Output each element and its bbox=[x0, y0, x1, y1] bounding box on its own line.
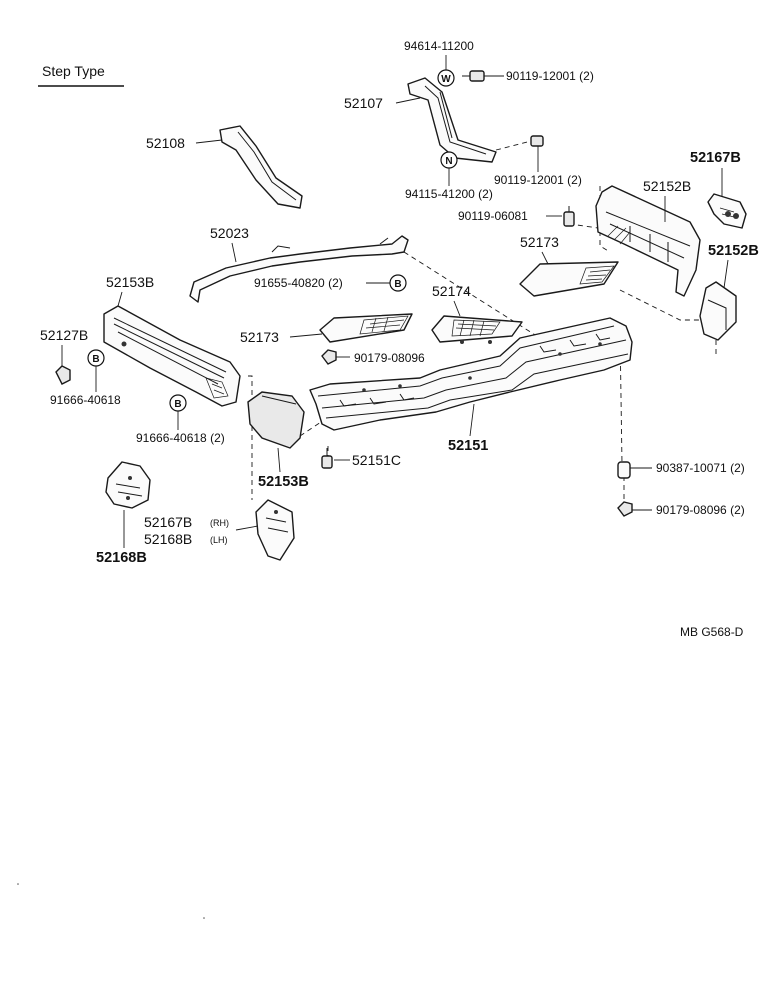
label-90179-08096-lower: 90179-08096 (2) bbox=[656, 503, 745, 517]
label-91655-40820: 91655-40820 (2) bbox=[254, 276, 343, 290]
label-90119-12001-top: 90119-12001 (2) bbox=[506, 69, 594, 83]
label-52173-left: 52173 bbox=[240, 329, 279, 345]
label-52151c: 52151C bbox=[352, 452, 401, 468]
bracket-52107 bbox=[407, 77, 497, 163]
step-pad-52173-right bbox=[519, 261, 619, 297]
bolt-b-badge-91666-left: B bbox=[87, 349, 105, 367]
nut-90179-08096-lower bbox=[617, 501, 633, 517]
label-52168b: 52168B bbox=[96, 550, 147, 566]
step-pad-52174 bbox=[431, 315, 523, 344]
label-52107: 52107 bbox=[344, 95, 383, 111]
label-rh: (RH) bbox=[210, 518, 229, 528]
svg-text:B: B bbox=[92, 354, 99, 365]
svg-text:W: W bbox=[441, 74, 451, 85]
stay-52023 bbox=[189, 235, 409, 303]
bolt-52151c bbox=[321, 448, 333, 469]
label-52168b-lh: 52168B bbox=[144, 531, 192, 547]
spacer-90387-10071 bbox=[617, 461, 631, 479]
label-90179-08096-upper: 90179-08096 bbox=[354, 351, 425, 365]
washer-w-badge: W bbox=[437, 69, 455, 87]
bolt-90119-06081 bbox=[563, 206, 575, 227]
label-52151: 52151 bbox=[448, 438, 488, 454]
end-cap-52152b-lower bbox=[699, 281, 737, 341]
step-pad-52173-left bbox=[319, 313, 413, 343]
label-52152b-lower: 52152B bbox=[708, 243, 759, 259]
bracket-52167b-52168b bbox=[255, 499, 295, 561]
bolt-90119-12001-mid bbox=[495, 135, 544, 151]
nut-90179-08096-upper bbox=[321, 349, 337, 365]
end-cap-52152b-upper bbox=[595, 185, 701, 297]
diagram-code: MB G568-D bbox=[680, 625, 744, 639]
label-52108: 52108 bbox=[146, 135, 185, 151]
label-lh: (LH) bbox=[210, 535, 228, 545]
svg-text:B: B bbox=[394, 279, 401, 290]
diagram-title: Step Type bbox=[42, 63, 105, 79]
nut-n-badge: N bbox=[440, 151, 458, 169]
label-91666-40618-left: 91666-40618 bbox=[50, 393, 121, 407]
label-52153b-top: 52153B bbox=[106, 274, 154, 290]
bracket-52168b bbox=[105, 461, 151, 509]
label-52127b: 52127B bbox=[40, 327, 88, 343]
svg-text:N: N bbox=[445, 156, 452, 167]
label-90119-12001-mid: 90119-12001 (2) bbox=[494, 173, 582, 187]
label-52152b-upper: 52152B bbox=[643, 178, 691, 194]
label-91666-40618-right: 91666-40618 (2) bbox=[136, 431, 225, 445]
label-52167b-rh: 52167B bbox=[144, 514, 192, 530]
side-panel-52153b bbox=[103, 305, 241, 407]
clip-52127b bbox=[55, 365, 71, 385]
bolt-90119-12001-top bbox=[462, 70, 485, 82]
bracket-52108 bbox=[219, 125, 303, 209]
scan-speck-b bbox=[203, 917, 205, 919]
label-52174: 52174 bbox=[432, 283, 471, 299]
bolt-b-badge-91666-right: B bbox=[169, 394, 187, 412]
label-90387-10071: 90387-10071 (2) bbox=[656, 461, 745, 475]
label-52173-right: 52173 bbox=[520, 234, 559, 250]
corner-52153b bbox=[247, 391, 305, 449]
bumper-52151 bbox=[309, 317, 633, 431]
label-90119-06081: 90119-06081 bbox=[458, 209, 528, 223]
svg-text:B: B bbox=[174, 399, 181, 410]
label-94115-41200: 94115-41200 (2) bbox=[405, 187, 493, 201]
label-52153b-lower: 52153B bbox=[258, 474, 309, 490]
bolt-b-badge-91655: B bbox=[389, 274, 407, 292]
bracket-52167b-top bbox=[707, 193, 747, 229]
scan-speck-a bbox=[17, 883, 19, 885]
label-94614-11200: 94614-11200 bbox=[404, 39, 474, 53]
label-52167b-top: 52167B bbox=[690, 150, 741, 166]
label-52023: 52023 bbox=[210, 225, 249, 241]
